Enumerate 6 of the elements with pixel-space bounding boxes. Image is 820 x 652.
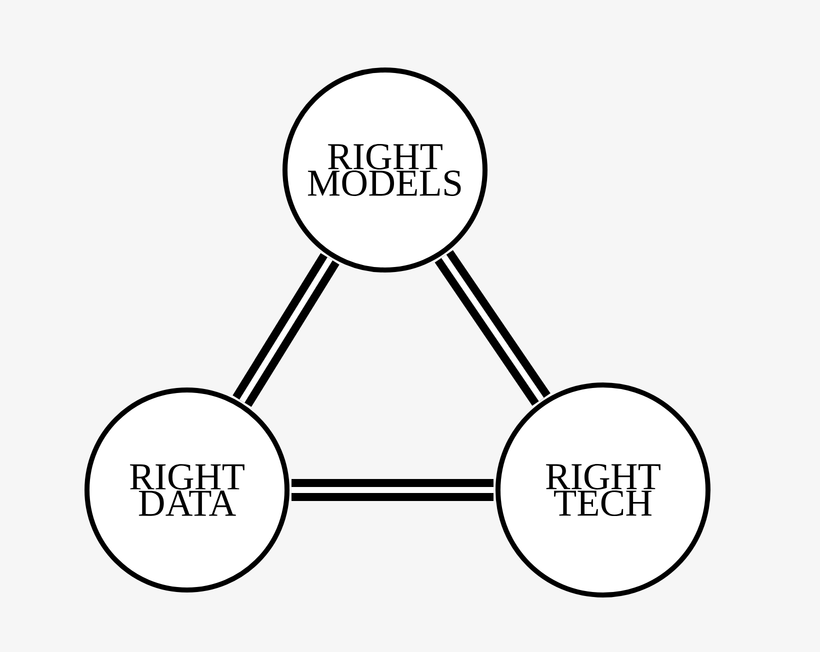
double-line-connector <box>434 250 550 406</box>
circle-node: RIGHT MODELS <box>282 68 488 272</box>
double-line-connector <box>232 253 340 407</box>
circle-node: RIGHT TECH <box>496 382 710 598</box>
double-line-connector <box>292 479 494 501</box>
circle-node: RIGHT DATA <box>84 388 290 592</box>
